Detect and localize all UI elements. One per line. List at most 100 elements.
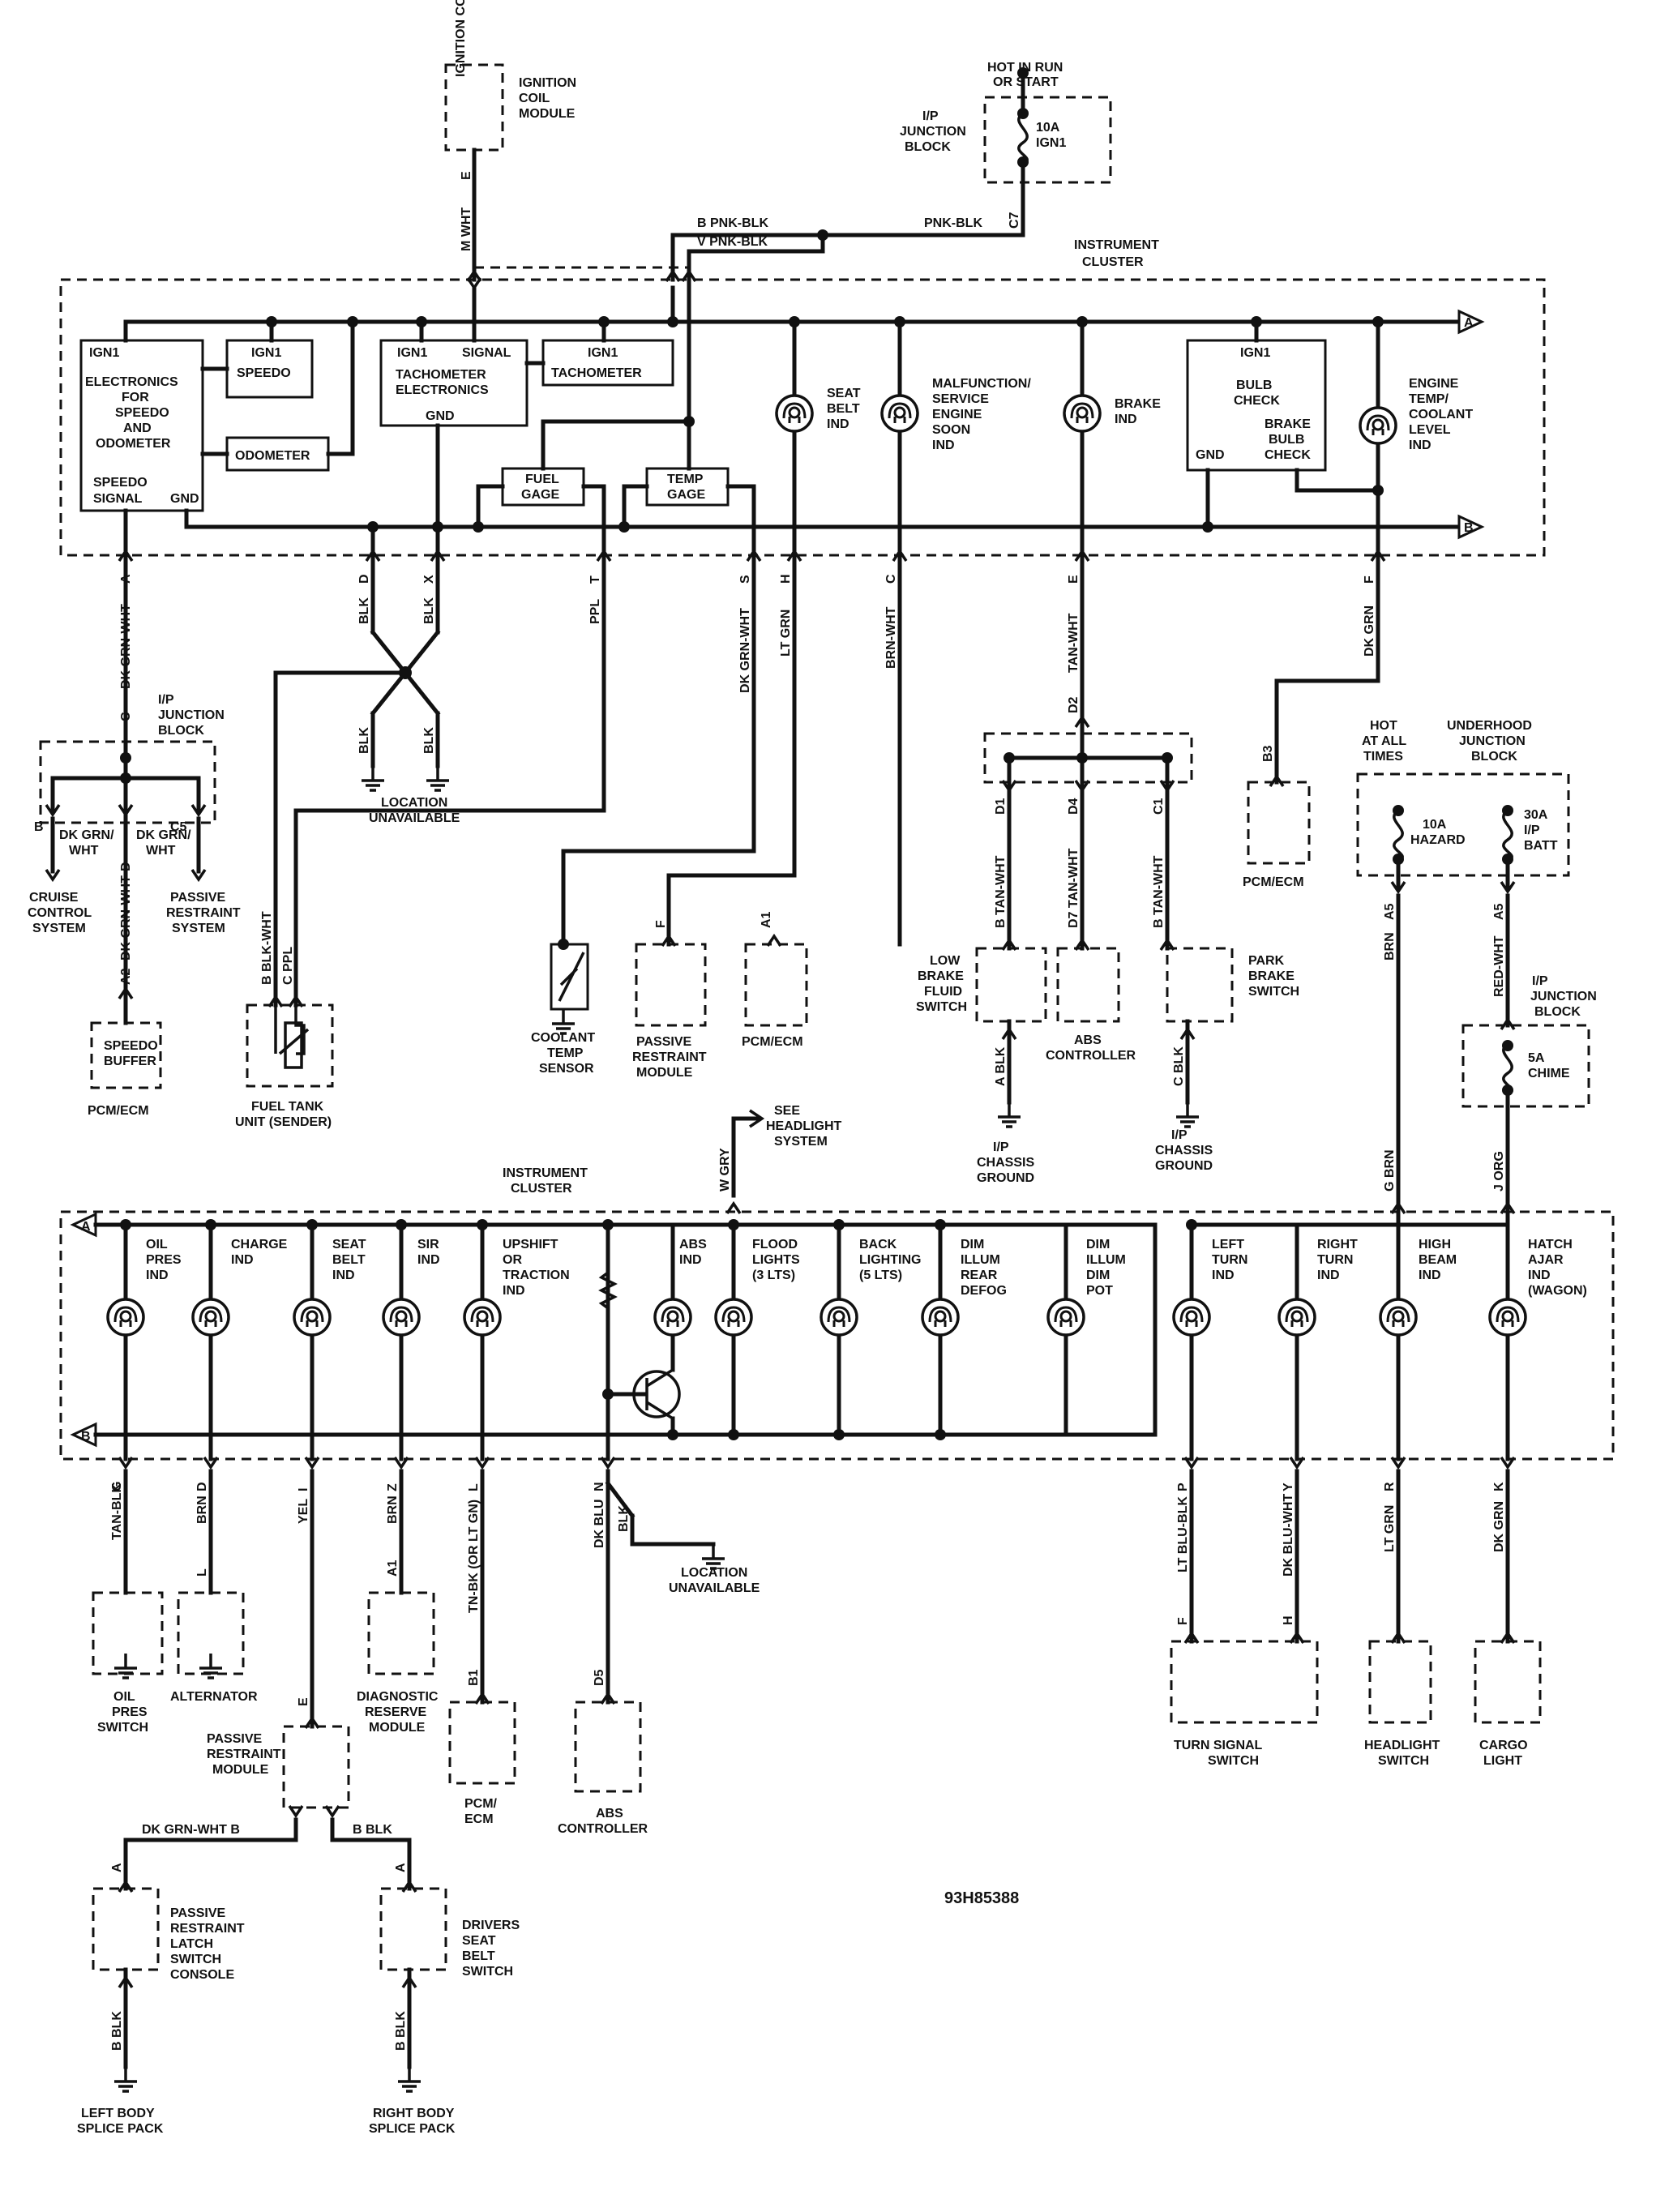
svg-text:PASSIVE: PASSIVE xyxy=(207,1732,263,1746)
svg-text:D7 TAN-WHT: D7 TAN-WHT xyxy=(1067,848,1081,928)
svg-text:RESERVE: RESERVE xyxy=(365,1705,427,1719)
svg-text:AJAR: AJAR xyxy=(1528,1253,1564,1267)
svg-text:IGN1: IGN1 xyxy=(1036,136,1066,150)
latch-switch-box xyxy=(92,1887,160,1971)
svg-text:ABS: ABS xyxy=(596,1807,623,1821)
svg-text:SEAT: SEAT xyxy=(332,1238,366,1251)
svg-text:HEADLIGHT: HEADLIGHT xyxy=(766,1119,842,1133)
svg-text:CLUSTER: CLUSTER xyxy=(511,1182,572,1196)
svg-text:E: E xyxy=(460,171,473,180)
svg-text:RESTRAINT: RESTRAINT xyxy=(170,1922,245,1936)
svg-text:DIM: DIM xyxy=(1086,1238,1110,1251)
svg-text:C PPL: C PPL xyxy=(281,947,295,985)
svg-text:TURN SIGNAL: TURN SIGNAL xyxy=(1174,1739,1263,1752)
svg-text:BULB: BULB xyxy=(1236,379,1272,392)
svg-text:IGNITION COIL: IGNITION COIL xyxy=(454,0,468,77)
svg-text:(5 LTS): (5 LTS) xyxy=(859,1269,902,1282)
svg-text:TEMP/: TEMP/ xyxy=(1409,392,1449,406)
svg-text:RED-WHT: RED-WHT xyxy=(1492,935,1506,997)
svg-text:BEAM: BEAM xyxy=(1419,1253,1457,1267)
svg-text:BLOCK: BLOCK xyxy=(1534,1005,1581,1019)
svg-text:V PNK-BLK: V PNK-BLK xyxy=(697,235,768,249)
svg-text:TURN: TURN xyxy=(1317,1253,1353,1267)
svg-text:LT GRN: LT GRN xyxy=(779,610,793,657)
headlight-switch-box xyxy=(1368,1640,1432,1724)
coolant-sensor xyxy=(550,943,589,1011)
svg-text:ODOMETER: ODOMETER xyxy=(235,449,310,463)
svg-text:ILLUM: ILLUM xyxy=(1086,1253,1126,1267)
svg-text:SIR: SIR xyxy=(417,1238,439,1251)
svg-text:RESTRAINT: RESTRAINT xyxy=(207,1748,281,1761)
svg-text:INSTRUMENT: INSTRUMENT xyxy=(503,1166,588,1180)
svg-text:IGN1: IGN1 xyxy=(1240,346,1270,360)
svg-text:IND: IND xyxy=(827,417,849,431)
svg-text:DK GRN/: DK GRN/ xyxy=(59,828,114,842)
svg-text:ABS: ABS xyxy=(679,1238,707,1251)
pcm-ecm-top-box xyxy=(744,943,808,1027)
svg-text:H: H xyxy=(779,574,793,584)
svg-text:A1: A1 xyxy=(760,911,773,928)
svg-text:CHIME: CHIME xyxy=(1528,1067,1570,1080)
svg-text:BRN: BRN xyxy=(386,1495,400,1524)
svg-text:TN-BK (OR LT GN): TN-BK (OR LT GN) xyxy=(467,1500,481,1613)
cargo-light-box xyxy=(1474,1640,1542,1724)
svg-text:IND: IND xyxy=(146,1269,169,1282)
svg-text:N: N xyxy=(593,1482,606,1491)
svg-text:HAZARD: HAZARD xyxy=(1410,833,1466,847)
svg-text:CONTROLLER: CONTROLLER xyxy=(558,1822,648,1836)
svg-text:10A: 10A xyxy=(1423,818,1447,832)
svg-text:GAGE: GAGE xyxy=(667,488,705,502)
svg-text:D: D xyxy=(357,574,371,584)
svg-text:I: I xyxy=(297,1488,310,1491)
bottom-lower-wiring xyxy=(92,1456,1542,2093)
low-brake-switch-box xyxy=(975,947,1047,1023)
svg-text:A5: A5 xyxy=(1492,903,1506,920)
svg-text:LOCATION: LOCATION xyxy=(681,1566,747,1580)
svg-text:CRUISE: CRUISE xyxy=(29,891,79,905)
svg-text:(WAGON): (WAGON) xyxy=(1528,1284,1587,1298)
diagram-id: 93H85388 xyxy=(944,1889,1019,1907)
svg-text:B BLK: B BLK xyxy=(394,2011,408,2051)
svg-text:OIL: OIL xyxy=(113,1690,135,1704)
svg-text:SYSTEM: SYSTEM xyxy=(774,1135,828,1149)
svg-text:I/P: I/P xyxy=(158,693,174,707)
svg-text:B PNK-BLK: B PNK-BLK xyxy=(697,216,768,230)
svg-text:IGN1: IGN1 xyxy=(588,346,618,360)
svg-text:SPEEDO: SPEEDO xyxy=(237,366,291,380)
svg-text:5A: 5A xyxy=(1528,1051,1545,1065)
svg-text:SPLICE PACK: SPLICE PACK xyxy=(369,2122,456,2136)
bottom-lamps xyxy=(106,1222,1527,1461)
svg-text:SYSTEM: SYSTEM xyxy=(172,922,225,935)
svg-text:H: H xyxy=(1282,1615,1295,1625)
svg-text:IND: IND xyxy=(1317,1269,1340,1282)
svg-text:I/P: I/P xyxy=(922,109,939,123)
svg-text:A: A xyxy=(81,1220,91,1234)
svg-text:GAGE: GAGE xyxy=(521,488,559,502)
svg-text:CARGO: CARGO xyxy=(1479,1739,1528,1752)
svg-text:ILLUM: ILLUM xyxy=(961,1253,1000,1267)
svg-text:DK GRN-WHT: DK GRN-WHT xyxy=(119,604,133,689)
svg-text:L: L xyxy=(467,1483,481,1491)
svg-text:JUNCTION: JUNCTION xyxy=(1459,734,1526,748)
svg-text:K: K xyxy=(1492,1482,1506,1491)
svg-text:(3 LTS): (3 LTS) xyxy=(752,1269,795,1282)
svg-text:LIGHTING: LIGHTING xyxy=(859,1253,921,1267)
tach-electronics-box xyxy=(379,339,529,427)
svg-text:SERVICE: SERVICE xyxy=(932,392,989,406)
svg-text:PASSIVE: PASSIVE xyxy=(170,1906,226,1920)
svg-text:DK GRN-WHT: DK GRN-WHT xyxy=(738,608,752,693)
svg-text:G BRN: G BRN xyxy=(1383,1149,1397,1192)
svg-text:UNIT (SENDER): UNIT (SENDER) xyxy=(235,1115,332,1129)
svg-text:W GRY: W GRY xyxy=(718,1148,732,1192)
svg-text:A5: A5 xyxy=(1383,903,1397,920)
svg-text:HEADLIGHT: HEADLIGHT xyxy=(1364,1739,1440,1752)
top-cluster-boundary xyxy=(59,278,1546,557)
bottom-cluster-boundary xyxy=(59,1210,1615,1461)
svg-text:SWITCH: SWITCH xyxy=(1378,1754,1429,1768)
bottom-lower-labels: G TAN-BLK D BRN L I YEL E Z BRN A1 L TN-… xyxy=(77,1482,1528,2136)
svg-text:FUEL TANK: FUEL TANK xyxy=(251,1100,324,1114)
svg-text:DK GRN-WHT: DK GRN-WHT xyxy=(119,875,133,961)
svg-text:MALFUNCTION/: MALFUNCTION/ xyxy=(932,377,1031,391)
svg-text:ABS: ABS xyxy=(1074,1033,1102,1047)
svg-text:UNAVAILABLE: UNAVAILABLE xyxy=(669,1581,760,1595)
